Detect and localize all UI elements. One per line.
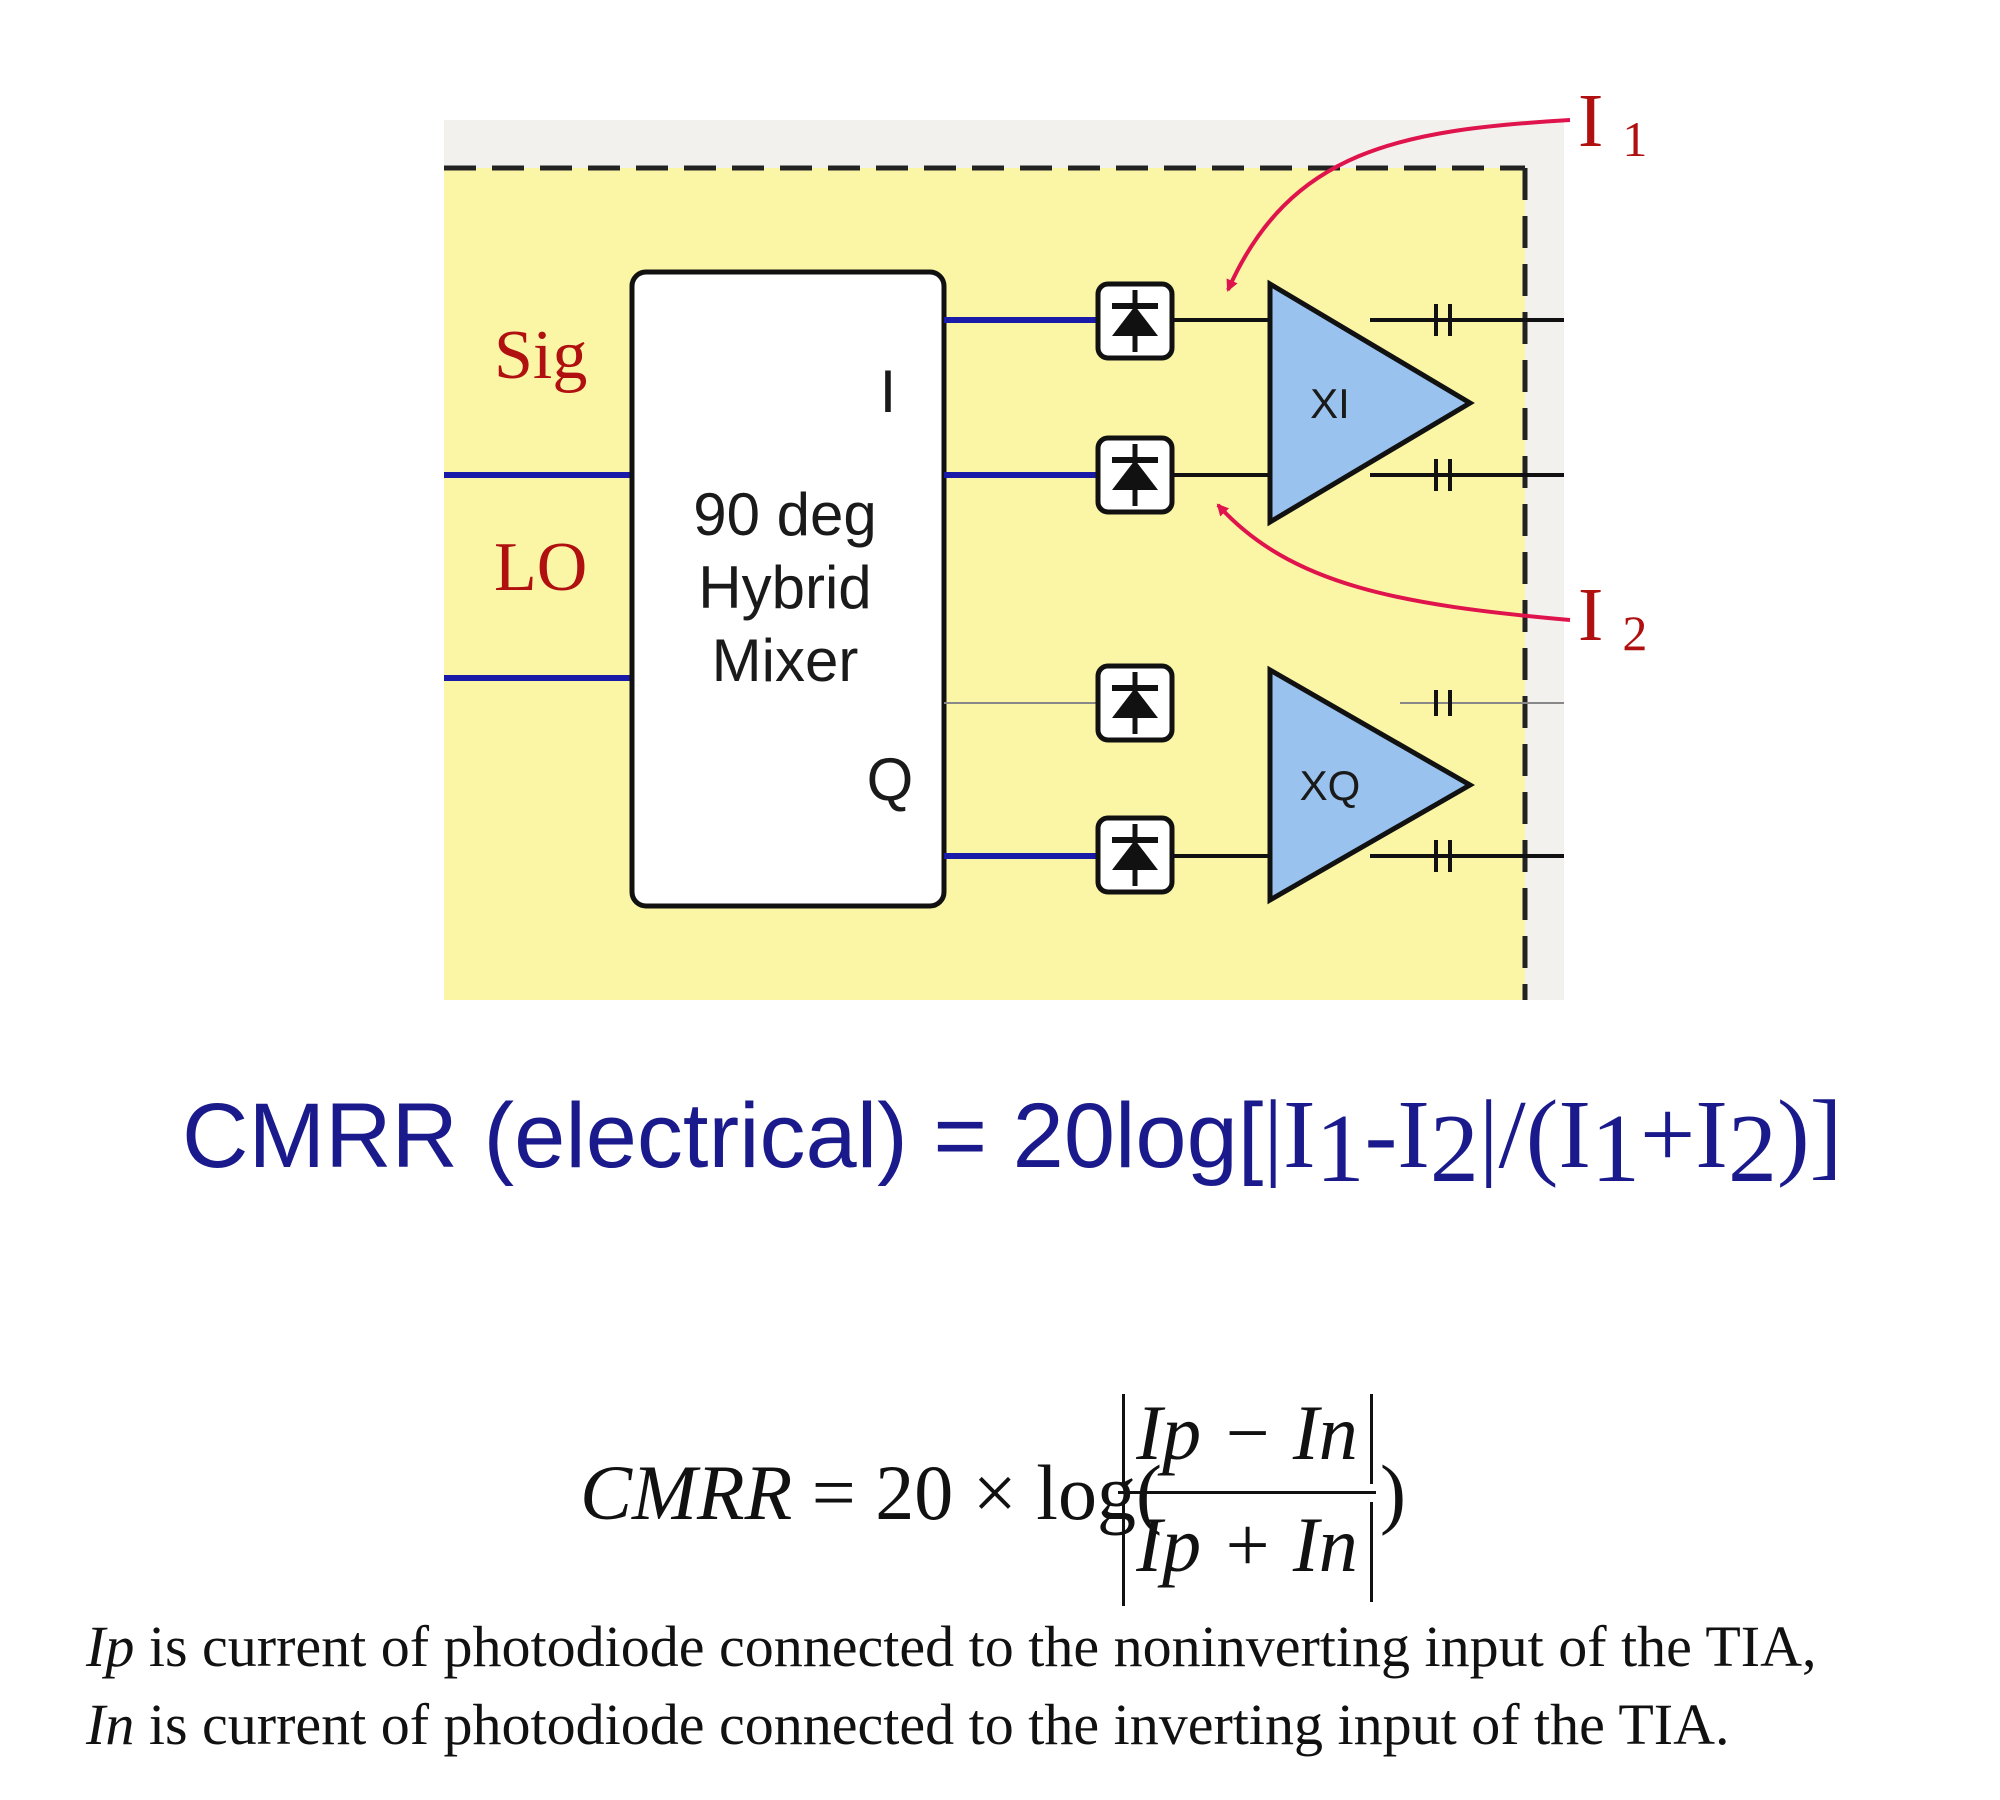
equation-suffix: )] [1776, 1081, 1843, 1189]
note-ip-var: Ip [86, 1614, 135, 1679]
note-ip-text: is current of photodiode connected to th… [134, 1614, 1817, 1679]
hybrid-label-line1: 90 deg [693, 481, 877, 548]
photodiode-3 [1095, 663, 1175, 743]
formula-cmrr-var: CMRR [580, 1449, 793, 1536]
current-i1-base: I [1578, 79, 1603, 163]
note-in-text: is current of photodiode connected to th… [134, 1692, 1730, 1757]
photodiode-1 [1095, 281, 1175, 361]
lo-label: LO [494, 529, 587, 606]
current-i1-arrow [1226, 118, 1571, 292]
cmrr-electrical-equation: CMRR (electrical) = 20log[|I1-I2|/(I1+I2… [182, 1060, 1842, 1210]
photodiode-4 [1095, 815, 1175, 895]
coherent-receiver-diagram: Sig LO I Q 90 deg Hybrid Mixer XI XQ I 1… [444, 79, 1647, 1000]
note-ip: Ip is current of photodiode connected to… [86, 1608, 1986, 1686]
hybrid-label-line2: Hybrid [698, 554, 871, 621]
i1-subscript: 1 [1315, 1095, 1365, 1203]
receiver-background-top-strip [444, 120, 1564, 168]
fraction-bar [1118, 1491, 1376, 1494]
i2-subscript: 2 [1429, 1095, 1479, 1203]
hybrid-mixer-box [629, 269, 947, 909]
receiver-background-right-strip [1525, 168, 1564, 1000]
abs-bar-den-right [1370, 1502, 1373, 1602]
amplifier-xq [1267, 665, 1476, 905]
slash-paren: /( [1498, 1081, 1559, 1189]
abs-bar-num-right [1370, 1394, 1373, 1484]
abs-bar-num-left [1122, 1394, 1125, 1484]
amplifier-xi [1267, 279, 1475, 527]
amp-xq-label: XQ [1300, 762, 1361, 809]
minus-sign: - [1364, 1081, 1398, 1189]
i1-subscript-denominator: 1 [1591, 1095, 1641, 1203]
formula-fraction: Ip − In Ip + In [1112, 1378, 1382, 1608]
formula-lhs: CMRR = 20 × log( [580, 1448, 1162, 1538]
current-i1-sub: 1 [1622, 111, 1647, 167]
abs-close-bar: | [1478, 1081, 1499, 1189]
i2-subscript-denominator: 2 [1727, 1095, 1777, 1203]
formula-lhs-rest: = 20 × log( [792, 1449, 1162, 1536]
photodiode-2 [1095, 435, 1175, 515]
abs-open-bar: | [1263, 1081, 1283, 1189]
hybrid-label-line3: Mixer [712, 627, 859, 694]
current-i1-label: I 1 [1578, 79, 1647, 167]
abs-bar-den-left [1122, 1502, 1125, 1606]
formula-close-paren: ) [1380, 1449, 1406, 1536]
current-i2-sub: 2 [1622, 605, 1647, 661]
current-i2-label: I 2 [1578, 573, 1647, 661]
sig-label: Sig [494, 317, 587, 394]
plus-sign: + [1640, 1081, 1696, 1189]
note-in: In is current of photodiode connected to… [86, 1686, 1986, 1764]
note-in-var: In [86, 1692, 135, 1757]
formula-denominator: Ip + In [1136, 1501, 1358, 1588]
port-q-label: Q [867, 746, 914, 813]
receiver-background [444, 120, 1564, 1000]
current-i2-arrow [1216, 503, 1571, 622]
tick-marks [1434, 304, 1452, 872]
formula-numerator: Ip − In [1136, 1389, 1358, 1476]
amp-xi-label: XI [1310, 380, 1350, 427]
i1-term: I [1282, 1081, 1316, 1189]
cmrr-electrical-prefix: CMRR (electrical) = 20log[ [182, 1085, 1264, 1187]
i2-term-denominator: I [1695, 1081, 1728, 1189]
i1-term-denominator: I [1558, 1081, 1592, 1189]
i2-term: I [1397, 1081, 1430, 1189]
port-i-label: I [880, 358, 897, 425]
notes: Ip is current of photodiode connected to… [86, 1608, 1986, 1764]
current-i2-base: I [1578, 573, 1603, 657]
cmrr-formula: CMRR = 20 × log( Ip − In Ip + In ) [580, 1378, 1420, 1608]
